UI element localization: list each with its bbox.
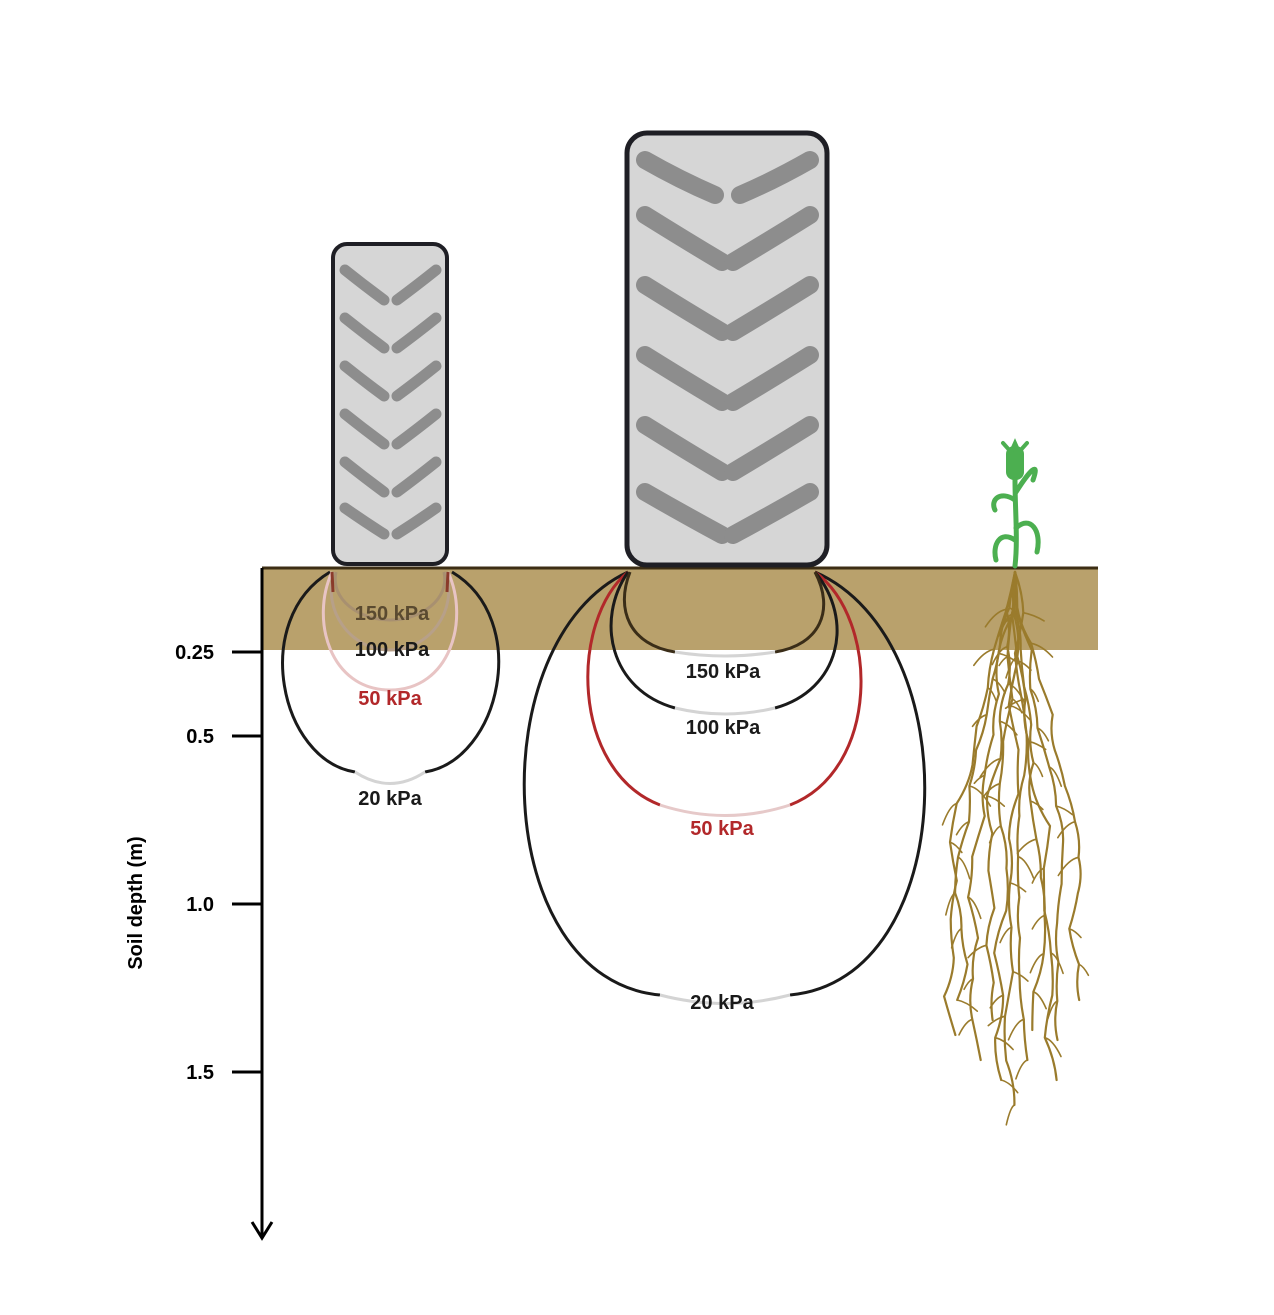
root-main-4 — [993, 570, 1017, 1082]
depth-tick-label-3: 1.5 — [186, 1062, 214, 1084]
large-isobar-100 — [609, 571, 839, 710]
root-lateral — [991, 678, 1006, 694]
root-lateral — [1055, 805, 1074, 816]
large-isobar-150-label: 150 kPa — [686, 661, 761, 683]
root-lateral — [971, 713, 988, 728]
small-tire-body — [331, 242, 449, 566]
root-main-8 — [1012, 570, 1058, 1082]
small-isobar-20 — [281, 570, 501, 774]
large-isobar-50-gap — [659, 803, 791, 817]
small-isobar-150-label: 150 kPa — [355, 603, 430, 625]
root-lateral — [1032, 991, 1047, 1010]
root-lateral — [987, 1015, 1006, 1027]
root-lateral — [1078, 963, 1090, 977]
depth-axis-arrowhead — [250, 1221, 274, 1241]
large-tire-isobars — [522, 570, 927, 1005]
root-lateral — [1032, 762, 1044, 778]
root-main-10 — [1013, 570, 1082, 1002]
root-lateral — [1031, 914, 1046, 930]
small-isobar-150 — [333, 571, 447, 622]
depth-axis: 0.25 0.5 1.0 1.5 Soil depth (m) — [125, 568, 274, 1241]
depth-tick-label-0: 0.25 — [175, 642, 214, 664]
root-lateral — [1015, 1059, 1029, 1080]
root-lateral — [1004, 698, 1027, 710]
root-main-6 — [1013, 570, 1029, 1062]
small-isobar-20-label: 20 kPa — [358, 788, 422, 810]
root-lateral — [1005, 1104, 1016, 1126]
root-main-0 — [942, 570, 1017, 1037]
large-tire — [624, 130, 830, 568]
large-isobar-100-gap — [674, 706, 776, 716]
root-lateral — [950, 927, 963, 949]
root-lateral — [968, 785, 992, 807]
root-main-7 — [1013, 570, 1047, 1032]
root-lateral — [983, 782, 1001, 797]
root-lateral — [991, 645, 1008, 666]
root-lateral — [986, 795, 1006, 807]
root-lateral — [1000, 1079, 1019, 1094]
small-tire-isobars — [281, 570, 501, 785]
small-isobar-100 — [329, 571, 451, 652]
root-main-9 — [1013, 570, 1065, 1042]
plant-icon — [991, 438, 1041, 569]
root-lateral — [984, 608, 1007, 628]
large-isobar-20 — [522, 570, 927, 997]
large-isobar-150-gap — [674, 650, 776, 658]
root-lateral — [958, 1018, 974, 1036]
small-isobar-50 — [321, 571, 459, 692]
root-lateral — [979, 757, 1002, 778]
small-isobar-50-label: 50 kPa — [358, 688, 422, 710]
depth-tick-label-2: 1.0 — [186, 894, 214, 916]
small-tire-edge-left — [330, 571, 335, 593]
root-lateral — [1017, 855, 1035, 879]
small-isobar-20-gap — [354, 770, 426, 785]
large-isobar-20-gap — [659, 993, 791, 1005]
large-isobar-150 — [622, 571, 826, 654]
root-lateral — [1016, 838, 1038, 854]
root-lateral — [967, 944, 988, 959]
large-isobar-50 — [586, 570, 863, 807]
depth-axis-title: Soil depth (m) — [125, 836, 147, 969]
large-tire-tread — [636, 151, 819, 544]
root-lateral — [973, 648, 995, 667]
topsoil-layer — [262, 568, 1098, 650]
root-lateral — [1022, 611, 1045, 622]
root-lateral — [998, 615, 1014, 637]
root-lateral — [956, 999, 979, 1012]
small-isobar-100-label: 100 kPa — [355, 639, 430, 661]
root-lateral — [1057, 820, 1076, 839]
depth-tick-label-1: 0.5 — [186, 726, 214, 748]
root-lateral — [1057, 856, 1080, 877]
root-lateral — [1007, 1018, 1025, 1041]
small-tire-edge-right — [445, 571, 450, 593]
root-lateral — [957, 856, 971, 880]
depth-axis-ticks: 0.25 0.5 1.0 1.5 — [175, 642, 262, 1084]
large-isobar-20-label: 20 kPa — [690, 992, 754, 1014]
root-system — [941, 570, 1090, 1126]
large-isobar-100-label: 100 kPa — [686, 717, 761, 739]
small-tire — [331, 242, 449, 566]
root-lateral — [998, 655, 1009, 667]
large-isobar-50-label: 50 kPa — [690, 818, 754, 840]
small-tire-tread — [339, 264, 442, 540]
root-lateral — [1030, 642, 1054, 658]
